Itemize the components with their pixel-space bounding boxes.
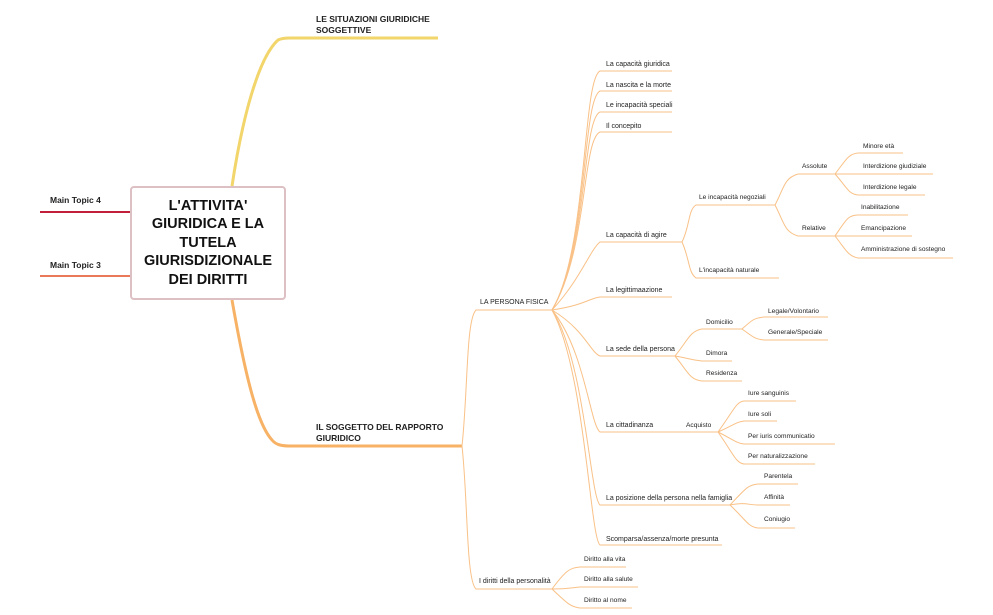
topic-cittadinanza[interactable]: La cittadinanza (606, 422, 654, 429)
branch-line-situazioni (230, 36, 438, 187)
topic-interdizione-legale[interactable]: Interdizione legale (863, 184, 917, 191)
topic-domicilio[interactable]: Domicilio (706, 319, 733, 326)
topic-assolute[interactable]: Assolute (802, 163, 828, 170)
topic-parentela[interactable]: Parentela (764, 473, 793, 480)
branch-line-soggetto (230, 299, 462, 448)
topic-inabilitazione[interactable]: Inabilitazione (861, 204, 900, 211)
topic-diritti-personalita[interactable]: I diritti della personalità (479, 578, 551, 585)
topic-per-naturalizzazione[interactable]: Per naturalizzazione (748, 453, 808, 460)
topic-legale-volontario[interactable]: Legale/Volontario (768, 308, 819, 315)
topic-coniugio[interactable]: Coniugio (764, 516, 791, 523)
topic-generale-speciale[interactable]: Generale/Speciale (768, 329, 823, 336)
branch-soggetto-rapporto[interactable]: IL SOGGETTO DEL RAPPORTO GIURIDICO (316, 422, 444, 443)
topic-concepito[interactable]: Il concepito (606, 123, 642, 130)
topic-minore-eta[interactable]: Minore età (863, 143, 895, 150)
topic-iure-soli[interactable]: Iure soli (748, 411, 772, 418)
topic-affinita[interactable]: Affinità (764, 494, 785, 501)
topic-sede-persona[interactable]: La sede della persona (606, 346, 675, 353)
central-topic[interactable]: L'ATTIVITA' GIURIDICA E LA TUTELA GIURIS… (130, 186, 286, 300)
topic-incapacita-naturale[interactable]: L'incapacità naturale (699, 267, 760, 274)
topic-persona-fisica[interactable]: LA PERSONA FISICA (480, 299, 549, 306)
topic-iure-sanguinis[interactable]: Iure sanguinis (748, 390, 790, 397)
topic-per-iuris-communicatio[interactable]: Per iuris communicatio (748, 433, 815, 440)
topic-legittimazione[interactable]: La legittimaazione (606, 287, 663, 294)
main-topic-3[interactable]: Main Topic 3 (50, 260, 101, 270)
topic-scomparsa[interactable]: Scomparsa/assenza/morte presunta (606, 536, 719, 543)
topic-capacita-agire[interactable]: La capacità di agire (606, 232, 667, 239)
branch-situazioni-giuridiche[interactable]: LE SITUAZIONI GIURIDICHE SOGGETTIVE (316, 14, 430, 35)
topic-incapacita-negoziali[interactable]: Le incapacità negoziali (699, 194, 766, 201)
topic-diritto-salute[interactable]: Diritto alla salute (584, 576, 633, 583)
topic-nascita-morte[interactable]: La nascita e la morte (606, 82, 671, 89)
topic-amministrazione-sostegno[interactable]: Amministrazione di sostegno (861, 246, 946, 253)
topic-acquisto[interactable]: Acquisto (686, 422, 712, 429)
topic-diritto-vita[interactable]: Diritto alla vita (584, 556, 626, 563)
topic-capacita-giuridica[interactable]: La capacità giuridica (606, 61, 670, 68)
topic-incapacita-speciali[interactable]: Le incapacità speciali (606, 102, 673, 109)
main-topic-4[interactable]: Main Topic 4 (50, 195, 101, 205)
topic-residenza[interactable]: Residenza (706, 370, 738, 377)
topic-diritto-nome[interactable]: Diritto al nome (584, 597, 627, 604)
topic-interdizione-giudiziale[interactable]: Interdizione giudiziale (863, 163, 927, 170)
topic-posizione-famiglia[interactable]: La posizione della persona nella famigli… (606, 495, 733, 502)
topic-dimora[interactable]: Dimora (706, 350, 728, 357)
topic-relative[interactable]: Relative (802, 225, 826, 232)
topic-emancipazione[interactable]: Emancipazione (861, 225, 907, 232)
